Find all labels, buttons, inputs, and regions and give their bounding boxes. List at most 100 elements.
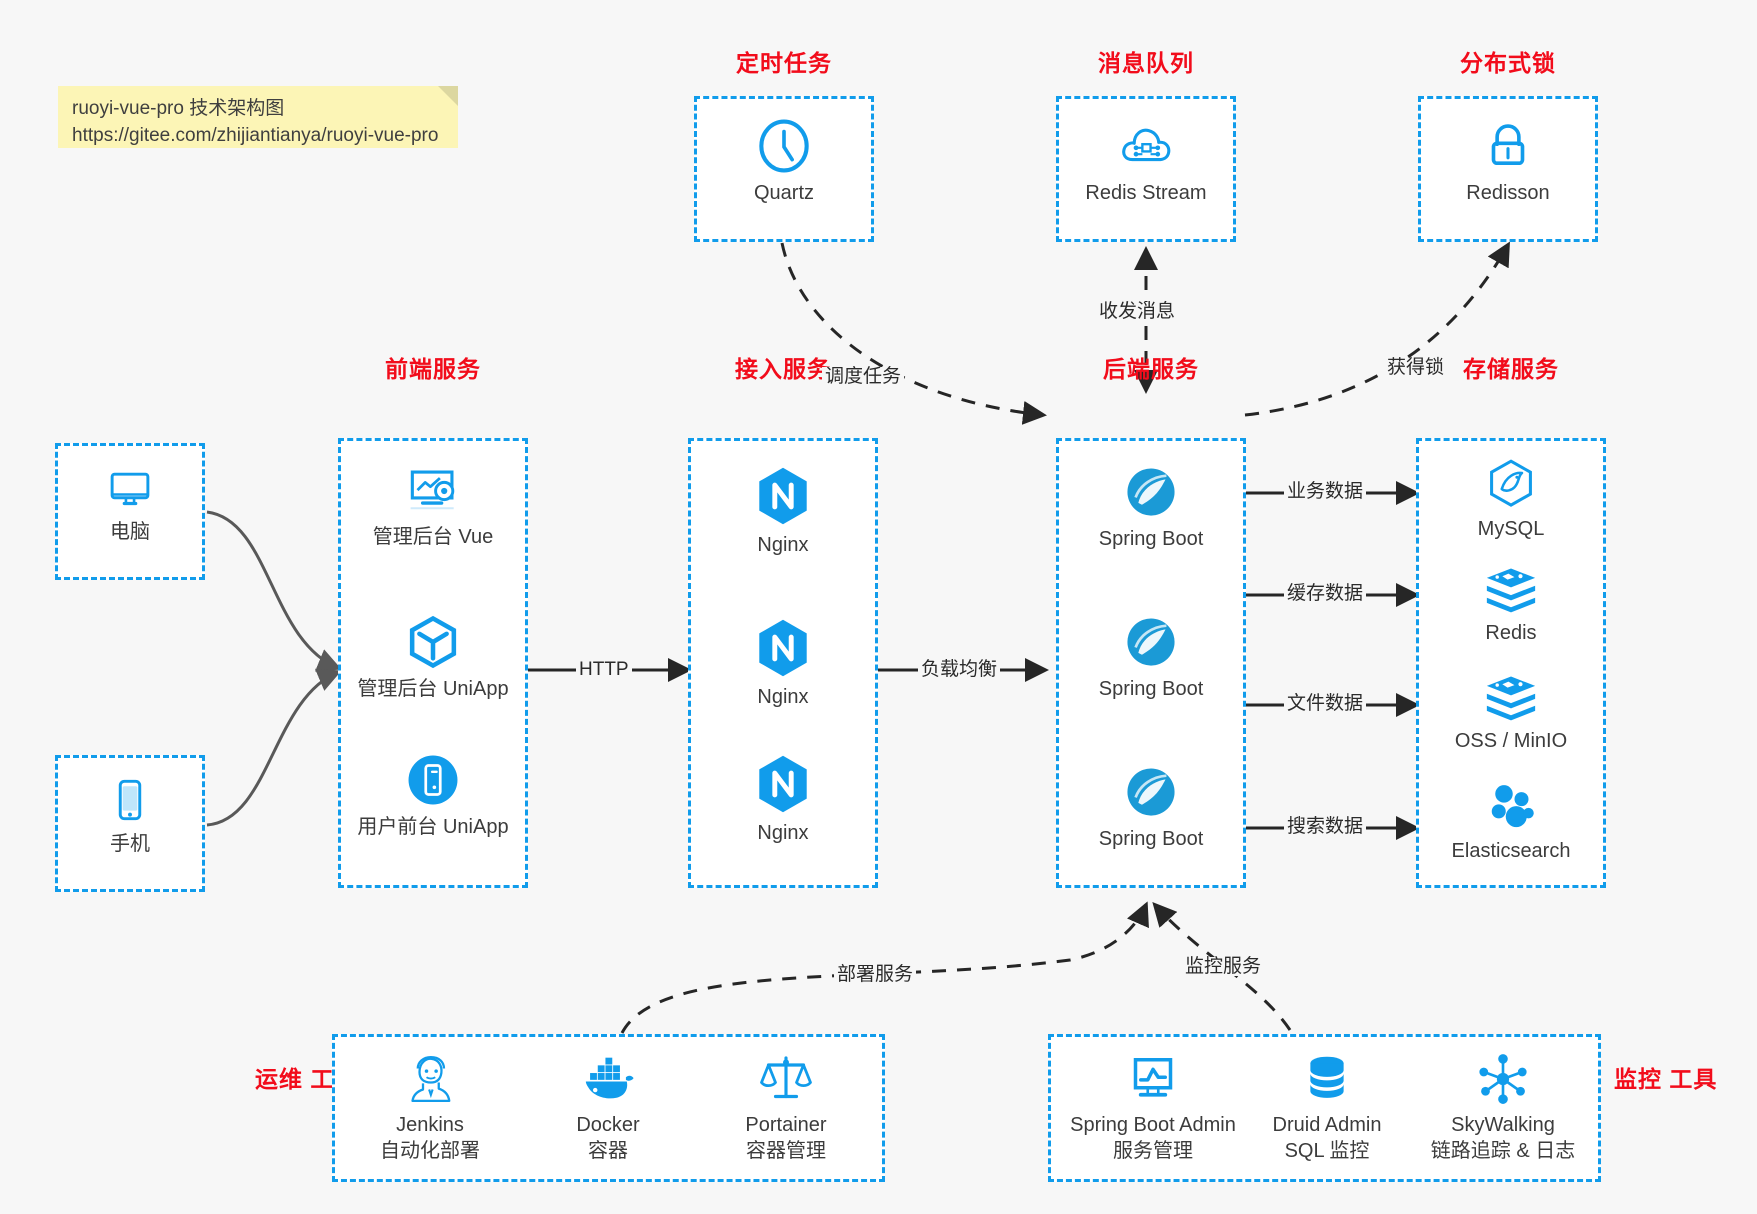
- lock-icon: [1491, 124, 1525, 166]
- phone-app-icon: [408, 755, 458, 805]
- node-sublabel: 自动化部署: [380, 1139, 480, 1162]
- group-title-message-queue: 消息队列: [1098, 50, 1194, 76]
- node-admin-uniapp[interactable]: 管理后台 UniApp: [341, 613, 525, 703]
- diagram-note: ruoyi-vue-pro 技术架构图 https://gitee.com/zh…: [58, 86, 458, 148]
- node-redisson[interactable]: Redisson: [1421, 117, 1595, 207]
- node-label: 管理后台 Vue: [372, 526, 494, 548]
- node-label: 管理后台 UniApp: [357, 678, 509, 700]
- group-storage[interactable]: MySQL Redis OSS / MinIO: [1416, 438, 1606, 888]
- node-spring-boot-1[interactable]: Spring Boot: [1059, 463, 1243, 553]
- group-gateway[interactable]: Nginx Nginx Nginx: [688, 438, 878, 888]
- node-label: 手机: [110, 833, 150, 855]
- monitoring-title-line1: 监控: [1614, 1066, 1662, 1092]
- node-label: Spring Boot Admin: [1070, 1114, 1236, 1136]
- node-label: 电脑: [110, 521, 150, 543]
- monitoring-title-line2: 工具: [1669, 1066, 1718, 1092]
- node-label: Redis Stream: [1085, 182, 1207, 204]
- node-label: OSS / MinIO: [1454, 730, 1568, 752]
- node-skywalking[interactable]: SkyWalking 链路追踪 & 日志: [1407, 1051, 1599, 1164]
- edge-desktop-to-frontend: [206, 510, 342, 672]
- node-portainer[interactable]: Portainer 容器管理: [697, 1051, 875, 1164]
- mysql-dolphin-icon: [1490, 459, 1532, 507]
- group-scheduled-task[interactable]: Quartz: [694, 96, 874, 242]
- node-redis-stream[interactable]: Redis Stream: [1059, 117, 1233, 207]
- node-spring-boot-3[interactable]: Spring Boot: [1059, 763, 1243, 853]
- node-quartz[interactable]: Quartz: [697, 117, 871, 207]
- group-title-distributed-lock: 分布式锁: [1460, 50, 1556, 76]
- nginx-icon: [759, 467, 807, 525]
- group-title-backend: 后端服务: [1103, 356, 1199, 382]
- node-druid-admin[interactable]: Druid Admin SQL 监控: [1237, 1051, 1417, 1164]
- note-title: ruoyi-vue-pro 技术架构图: [72, 98, 285, 119]
- nginx-icon: [759, 619, 807, 677]
- group-client-desktop[interactable]: 电脑: [55, 443, 205, 580]
- edge-label-business-data: 业务数据: [1284, 482, 1367, 501]
- edge-label-file-data: 文件数据: [1284, 694, 1367, 713]
- node-redis[interactable]: Redis: [1419, 565, 1603, 647]
- edge-label-load-balance: 负载均衡: [918, 660, 1001, 679]
- chart-screen-icon: [1133, 1058, 1173, 1097]
- group-title-devops: 运维 工具: [255, 1065, 357, 1093]
- note-url: https://gitee.com/zhijiantianya/ruoyi-vu…: [72, 124, 439, 146]
- node-label: Spring Boot: [1098, 528, 1204, 550]
- note-fold-corner: [438, 86, 458, 106]
- group-frontend[interactable]: 管理后台 Vue 管理后台 UniApp 用户前台 UniApp: [338, 438, 528, 888]
- node-label: Quartz: [753, 182, 815, 204]
- edge-label-deploy-service: 部署服务: [834, 965, 917, 984]
- edge-label-send-receive-message: 收发消息: [1096, 302, 1179, 321]
- group-devops-tools[interactable]: Jenkins 自动化部署 Docker 容器: [332, 1034, 885, 1182]
- node-label: Druid Admin: [1272, 1114, 1382, 1136]
- node-docker[interactable]: Docker 容器: [519, 1051, 697, 1164]
- scales-balance-icon: [760, 1056, 812, 1099]
- hexagon-cube-icon: [409, 615, 457, 669]
- node-label: Redisson: [1466, 182, 1550, 204]
- mobile-phone-icon: [118, 779, 142, 821]
- node-user-uniapp[interactable]: 用户前台 UniApp: [341, 751, 525, 841]
- edge-label-search-data: 搜索数据: [1284, 817, 1367, 836]
- group-distributed-lock[interactable]: Redisson: [1418, 96, 1598, 242]
- node-mobile[interactable]: 手机: [58, 774, 202, 858]
- group-title-storage: 存储服务: [1463, 356, 1559, 382]
- jenkins-butler-icon: [411, 1055, 451, 1103]
- node-label: Nginx: [757, 534, 809, 556]
- group-backend[interactable]: Spring Boot Spring Boot Spring Boot: [1056, 438, 1246, 888]
- group-message-queue[interactable]: Redis Stream: [1056, 96, 1236, 242]
- node-sublabel: 容器管理: [746, 1139, 826, 1162]
- node-label: Portainer: [745, 1114, 827, 1136]
- spring-leaf-icon: [1127, 618, 1175, 666]
- node-elasticsearch[interactable]: Elasticsearch: [1419, 781, 1603, 865]
- edge-backend-to-lock: [1244, 241, 1510, 417]
- cloud-stream-icon: [1122, 128, 1171, 162]
- node-spring-boot-admin[interactable]: Spring Boot Admin 服务管理: [1053, 1051, 1253, 1164]
- nginx-icon: [759, 755, 807, 813]
- devops-title-line1: 运维: [255, 1066, 303, 1092]
- node-mysql[interactable]: MySQL: [1419, 457, 1603, 543]
- node-admin-vue[interactable]: 管理后台 Vue: [341, 463, 525, 551]
- node-sublabel: SQL 监控: [1284, 1139, 1370, 1162]
- node-label: Nginx: [757, 822, 809, 844]
- edge-label-acquire-lock: 获得锁: [1384, 358, 1448, 377]
- clock-icon: [759, 119, 809, 173]
- edge-label-schedule-task: 调度任务: [822, 367, 905, 386]
- redis-stack-icon: [1486, 676, 1536, 721]
- node-oss-minio[interactable]: OSS / MinIO: [1419, 673, 1603, 755]
- node-spring-boot-2[interactable]: Spring Boot: [1059, 613, 1243, 703]
- node-label: Spring Boot: [1098, 678, 1204, 700]
- group-monitoring-tools[interactable]: Spring Boot Admin 服务管理 Druid Admin SQL 监…: [1048, 1034, 1601, 1182]
- node-jenkins[interactable]: Jenkins 自动化部署: [341, 1051, 519, 1164]
- node-nginx-3[interactable]: Nginx: [691, 753, 875, 847]
- node-nginx-1[interactable]: Nginx: [691, 465, 875, 559]
- node-sublabel: 服务管理: [1113, 1139, 1193, 1162]
- node-nginx-2[interactable]: Nginx: [691, 617, 875, 711]
- dashboard-screen-icon: [410, 470, 455, 510]
- node-label: Jenkins: [396, 1114, 464, 1136]
- group-title-scheduled-task: 定时任务: [736, 50, 832, 76]
- redis-stack-icon: [1486, 568, 1536, 613]
- node-sublabel: 链路追踪 & 日志: [1430, 1139, 1576, 1162]
- group-client-mobile[interactable]: 手机: [55, 755, 205, 892]
- node-label: Nginx: [757, 686, 809, 708]
- database-cylinder-icon: [1310, 1056, 1344, 1098]
- node-desktop[interactable]: 电脑: [58, 462, 202, 546]
- edge-quartz-to-backend: [780, 242, 1047, 425]
- node-label: Elasticsearch: [1451, 840, 1571, 862]
